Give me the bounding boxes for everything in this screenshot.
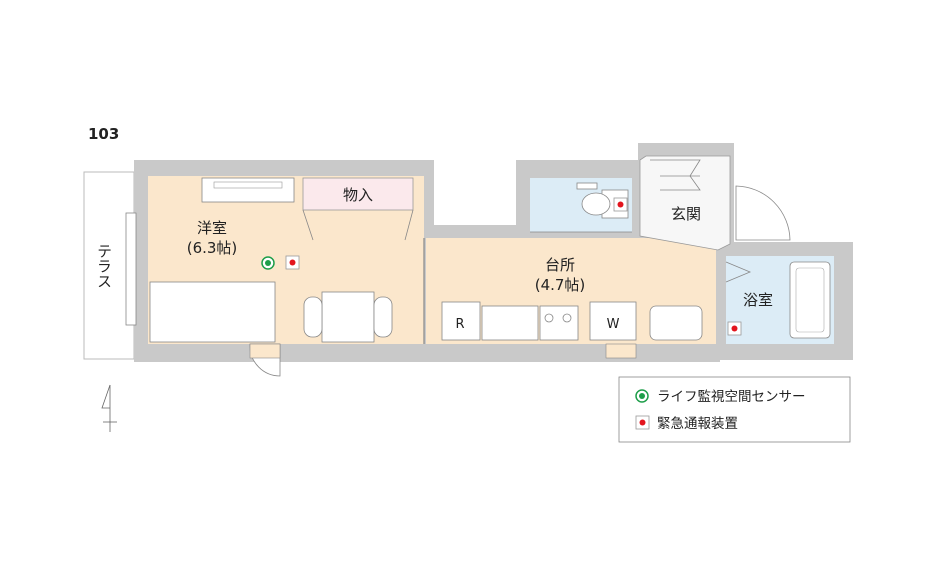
bath-room-name: 浴室 <box>743 291 773 309</box>
entrance-door-swing <box>735 185 791 241</box>
kitchen-room-name: 台所 <box>545 256 575 274</box>
legend-sensor-icon <box>635 389 649 403</box>
legend-emergency-icon <box>635 415 650 430</box>
legend: ライフ監視空間センサー 緊急通報装置 <box>618 376 851 443</box>
washer-label: W <box>607 317 620 332</box>
storage-label: 物入 <box>343 186 373 204</box>
legend-emergency-label: 緊急通報装置 <box>657 416 738 432</box>
emergency-icon-bath <box>727 321 742 336</box>
window-left <box>125 212 137 326</box>
bed-icon <box>149 281 276 343</box>
storage-area <box>302 177 414 211</box>
kitchen-window <box>605 343 637 359</box>
western-room-name: 洋室 <box>197 219 227 237</box>
entrance-room-name: 玄関 <box>671 205 701 223</box>
emergency-icon-western <box>285 255 300 270</box>
fridge-label: R <box>455 317 464 332</box>
legend-sensor-label: ライフ監視空間センサー <box>657 388 806 405</box>
shelf-icon <box>201 177 295 203</box>
dining-table-icon <box>303 291 393 343</box>
terrace-label: テラス <box>95 244 113 289</box>
bathtub-icon <box>789 261 831 339</box>
unit-number: 103 <box>88 125 119 143</box>
kitchen-room-size: (4.7帖) <box>535 276 586 294</box>
western-room-size: (6.3帖) <box>187 239 238 257</box>
emergency-icon-toilet <box>613 197 628 212</box>
kitchen-counter <box>441 301 703 341</box>
life-sensor-icon <box>261 256 275 270</box>
north-arrow-icon <box>101 384 117 432</box>
entrance-step <box>639 155 731 251</box>
